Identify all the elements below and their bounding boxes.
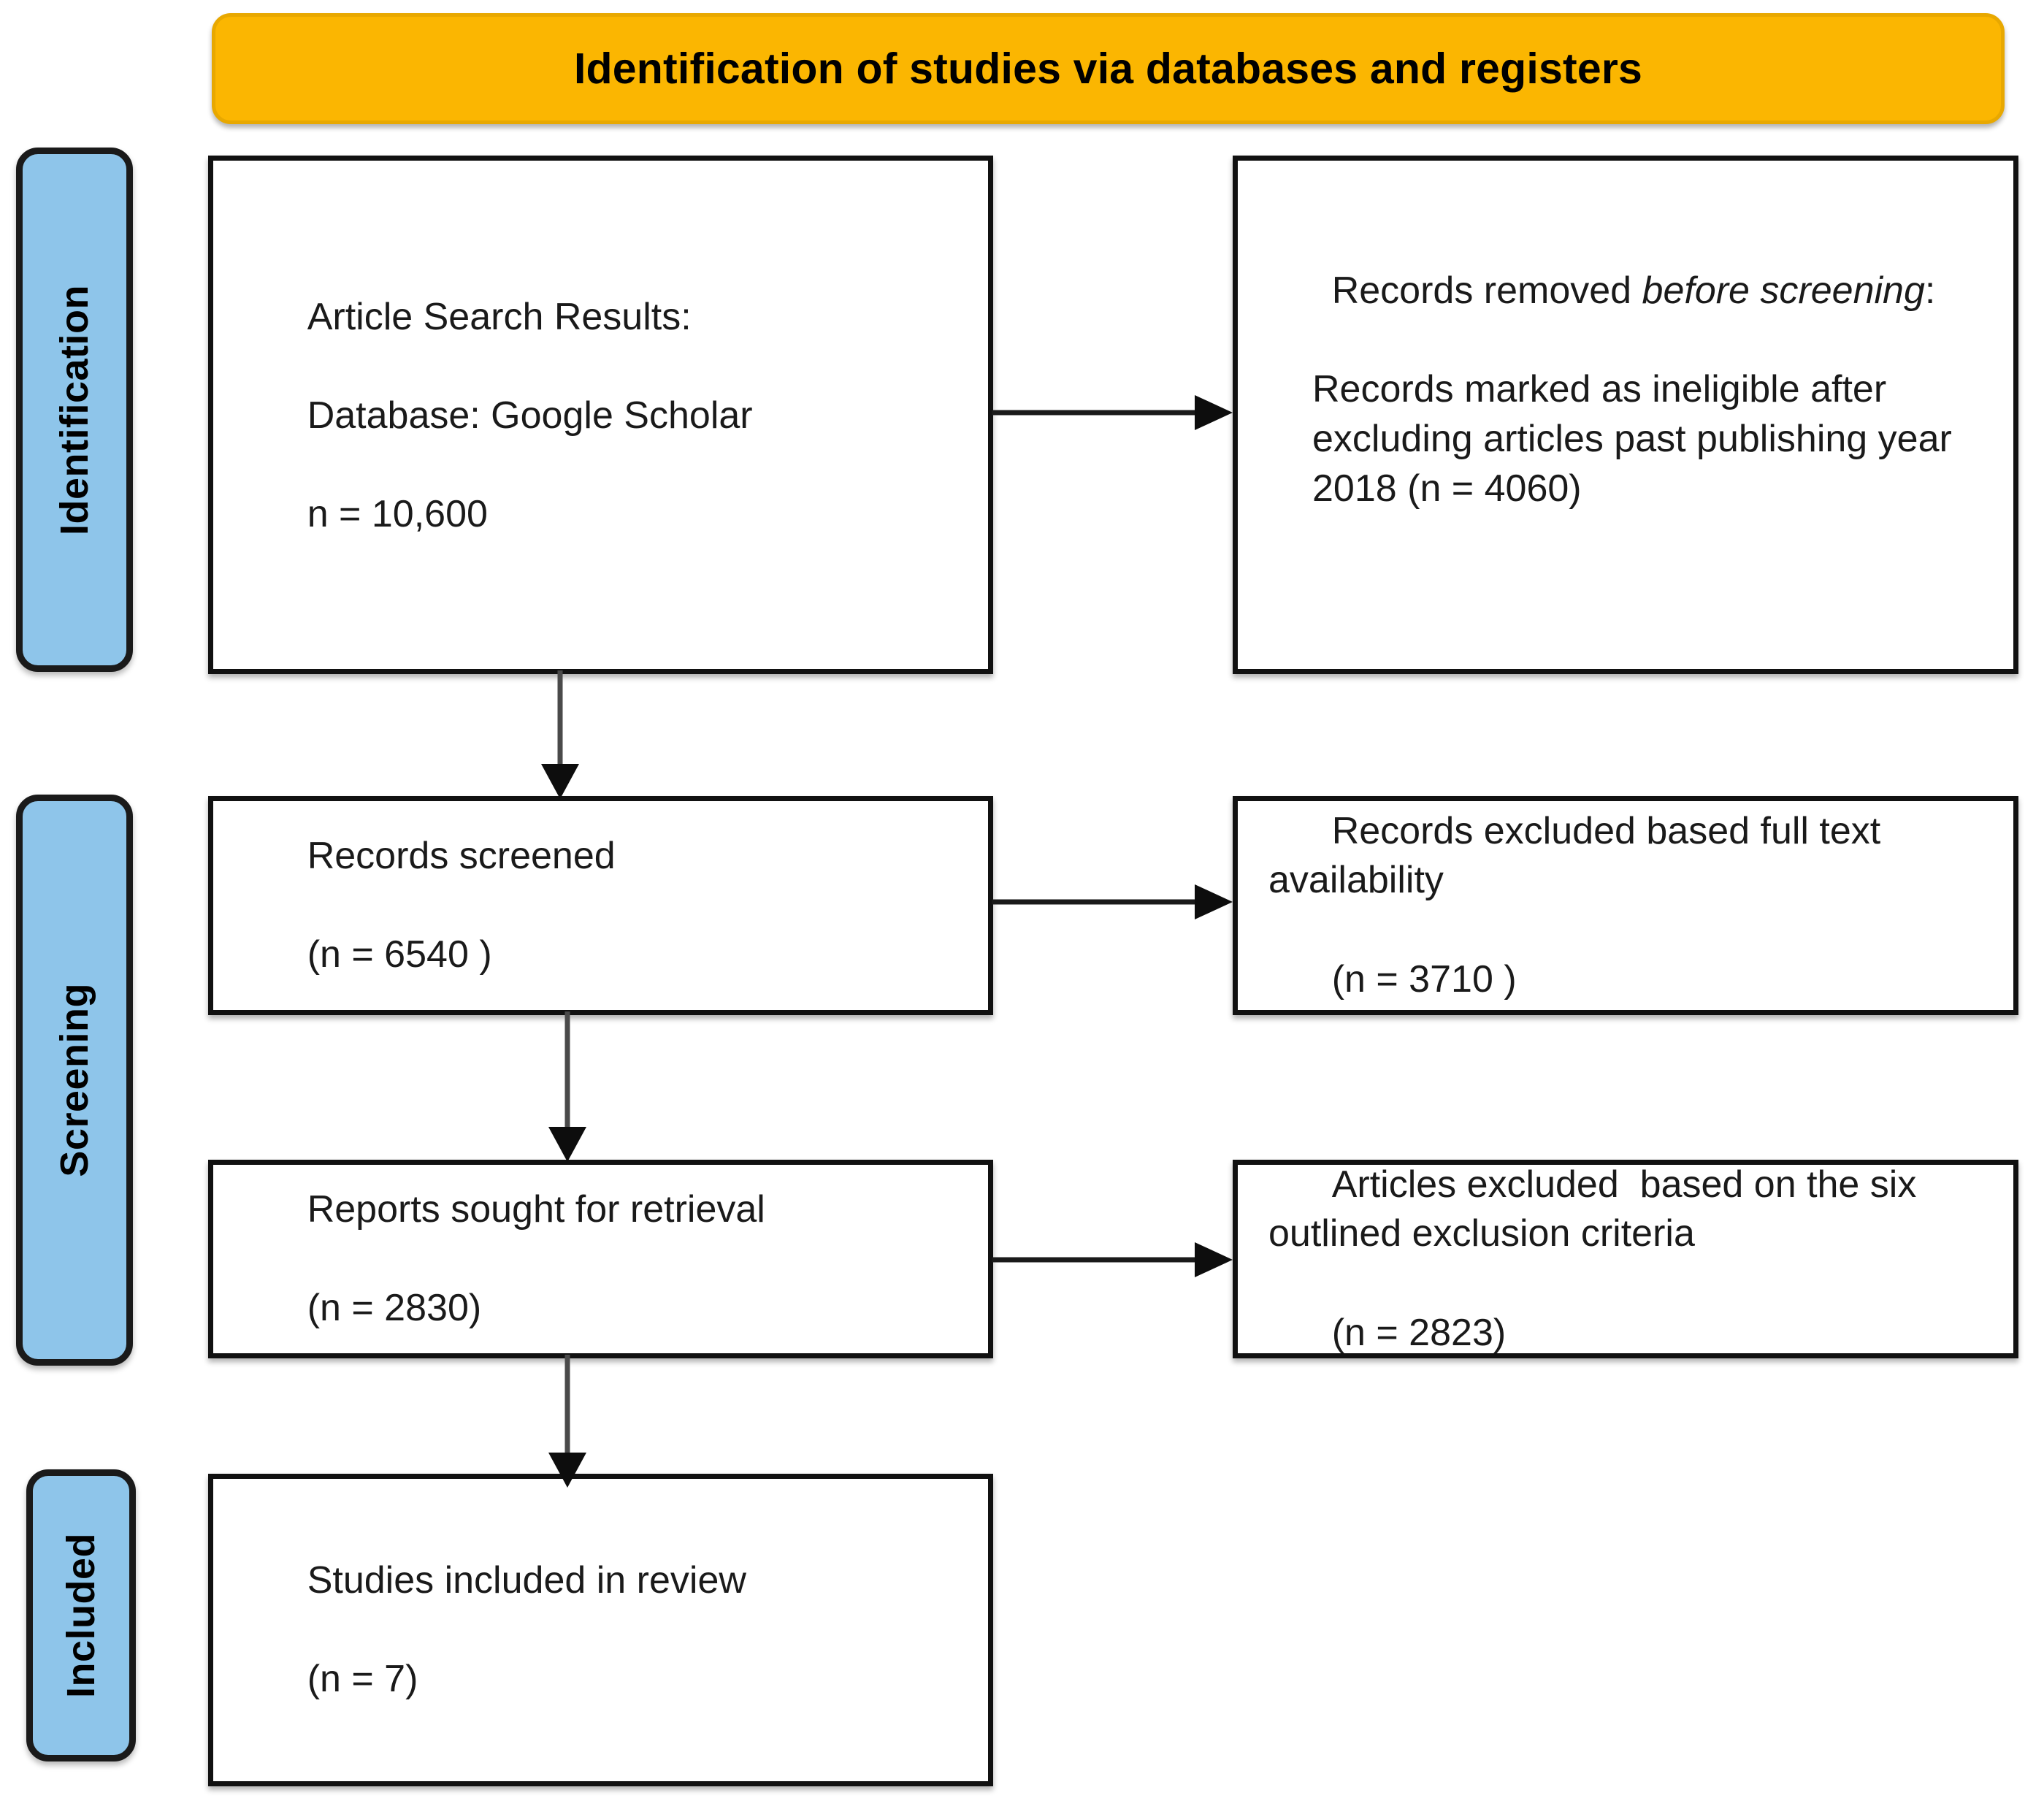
box-article-search-results-text: Article Search Results: Database: Google… [213, 243, 988, 589]
stage-label-included-text: Included [59, 1532, 103, 1698]
box-records-removed-text: Records removed before screening: Record… [1238, 218, 2013, 613]
box-records-excluded-full-text: Records excluded based full text availab… [1233, 796, 2018, 1015]
search-results-line-3: n = 10,600 [307, 493, 488, 536]
box-reports-sought-text: Reports sought for retrieval (n = 2830) [213, 1136, 988, 1382]
records-removed-lead: Records removed [1331, 269, 1642, 313]
records-screened-line-1: Records screened [307, 834, 616, 877]
arrow-search-results-to-records-removed [992, 391, 1237, 435]
arrow-records-screened-to-records-excluded [992, 880, 1237, 924]
box-records-screened: Records screened (n = 6540 ) [208, 796, 993, 1015]
box-records-removed-before-screening: Records removed before screening: Record… [1233, 156, 2018, 674]
box-articles-excluded-criteria: Articles excluded based on the six outli… [1233, 1160, 2018, 1358]
box-reports-sought-for-retrieval: Reports sought for retrieval (n = 2830) [208, 1160, 993, 1358]
articles-excluded-line-1: Articles excluded based on the six outli… [1268, 1163, 1927, 1255]
records-removed-lead-italic: before screening [1642, 269, 1925, 313]
studies-included-line-1: Studies included in review [307, 1558, 746, 1602]
records-excluded-line-2: (n = 3710 ) [1331, 957, 1517, 1001]
stage-label-identification: Identification [16, 148, 133, 672]
stage-label-screening-text: Screening [53, 983, 96, 1177]
studies-included-line-2: (n = 7) [307, 1657, 418, 1700]
reports-sought-line-2: (n = 2830) [307, 1286, 482, 1329]
stage-label-screening: Screening [16, 795, 133, 1366]
box-studies-included-text: Studies included in review (n = 7) [213, 1507, 988, 1753]
box-article-search-results: Article Search Results: Database: Google… [208, 156, 993, 674]
diagram-header-title: Identification of studies via databases … [573, 45, 1643, 93]
box-records-excluded-text: Records excluded based full text availab… [1238, 757, 2013, 1054]
articles-excluded-line-2: (n = 2823) [1331, 1311, 1507, 1354]
box-articles-excluded-text: Articles excluded based on the six outli… [1238, 1111, 2013, 1407]
box-studies-included-in-review: Studies included in review (n = 7) [208, 1474, 993, 1786]
stage-label-identification-text: Identification [53, 284, 96, 535]
records-removed-lead-colon: : [1924, 269, 1936, 313]
search-results-line-2: Database: Google Scholar [307, 394, 753, 437]
stage-label-included: Included [26, 1469, 136, 1761]
records-removed-detail: Records marked as ineligible after exclu… [1312, 368, 1963, 510]
records-excluded-line-1: Records excluded based full text availab… [1268, 809, 1891, 902]
records-screened-line-2: (n = 6540 ) [307, 933, 492, 976]
diagram-header-banner: Identification of studies via databases … [212, 13, 2005, 124]
box-records-screened-text: Records screened (n = 6540 ) [213, 782, 988, 1029]
reports-sought-line-1: Reports sought for retrieval [307, 1187, 765, 1231]
arrow-reports-sought-to-articles-excluded [992, 1238, 1237, 1282]
search-results-line-1: Article Search Results: [307, 296, 692, 339]
